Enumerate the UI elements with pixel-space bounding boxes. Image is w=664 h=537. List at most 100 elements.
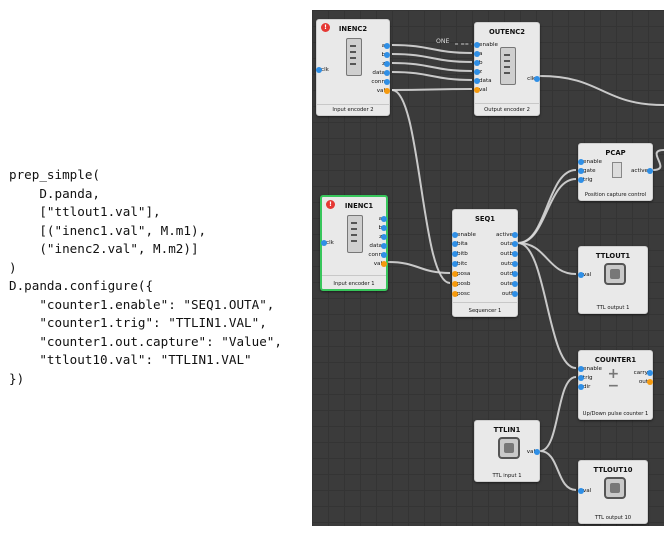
block-pcap[interactable]: PCAP enable gate trig active Position ca…: [578, 143, 653, 201]
block-description: Input encoder 2: [332, 106, 374, 113]
port-val[interactable]: val: [377, 87, 390, 95]
block-title: INENC2: [338, 25, 368, 33]
block-ttlout1[interactable]: TTLOUT1 val TTL output 1: [578, 246, 648, 314]
port-a[interactable]: a: [474, 50, 482, 58]
port-data[interactable]: data: [369, 242, 387, 250]
port-clk[interactable]: clk: [527, 75, 540, 83]
wire-seq1-outa-counter1-enable[interactable]: [517, 242, 577, 369]
block-title: TTLOUT10: [593, 466, 633, 474]
port-out[interactable]: out: [639, 378, 653, 386]
port-val[interactable]: val: [474, 86, 487, 94]
d-sub-connector-icon: [500, 47, 516, 85]
port-bitb[interactable]: bitb: [452, 250, 468, 258]
port-carry[interactable]: carry: [634, 369, 653, 377]
port-enable[interactable]: enable: [578, 365, 602, 373]
block-title: COUNTER1: [594, 356, 637, 364]
port-enable[interactable]: enable: [578, 158, 602, 166]
block-description: TTL input 1: [492, 472, 522, 479]
wire-inenc2-z-outenc2-z[interactable]: [391, 62, 473, 72]
port-conn[interactable]: conn: [368, 251, 387, 259]
block-description: Input encoder 1: [333, 280, 375, 287]
block-title: TTLIN1: [493, 426, 521, 434]
port-data[interactable]: data: [372, 69, 390, 77]
bnc-connector-icon: [604, 263, 626, 285]
constant-one-label: ONE: [436, 38, 450, 45]
wire-outenc2-clk-out[interactable]: [539, 75, 664, 106]
port-outb[interactable]: outb: [500, 250, 518, 258]
port-bitc[interactable]: bitc: [452, 260, 467, 268]
capture-icon: [611, 162, 622, 178]
block-description: Output encoder 2: [484, 106, 530, 113]
port-gate[interactable]: gate: [578, 167, 596, 175]
wire-pcap-active-out[interactable]: [652, 149, 664, 171]
block-ttlin1[interactable]: TTLIN1 val TTL input 1: [474, 420, 540, 482]
port-z[interactable]: z: [474, 68, 482, 76]
block-description: Up/Down pulse counter 1: [582, 410, 649, 417]
block-inenc2[interactable]: ! INENC2 clk a b z data conn val Input e…: [316, 19, 390, 116]
bnc-connector-icon: [498, 437, 520, 459]
port-data[interactable]: data: [474, 77, 492, 85]
d-sub-connector-icon: [346, 38, 362, 76]
block-description: TTL output 1: [596, 304, 630, 311]
port-outd[interactable]: outd: [500, 270, 518, 278]
block-seq1[interactable]: SEQ1 enable bita bitb bitc posa posb pos…: [452, 209, 518, 317]
d-sub-connector-icon: [347, 215, 363, 253]
block-outenc2[interactable]: OUTENC2 enable a b z data val clk Output…: [474, 22, 540, 116]
wire-layer: [387, 43, 664, 491]
port-bita[interactable]: bita: [452, 240, 468, 248]
port-active[interactable]: active: [631, 167, 653, 175]
wire-seq1-outa-ttlout1-val[interactable]: [517, 242, 577, 275]
block-title: OUTENC2: [489, 28, 525, 36]
port-z[interactable]: z: [382, 60, 390, 68]
port-b[interactable]: b: [474, 59, 483, 67]
port-clk[interactable]: clk: [316, 66, 329, 74]
wire-inenc2-val-outenc2-val[interactable]: [391, 88, 473, 91]
port-outf[interactable]: outf: [502, 290, 518, 298]
port-enable[interactable]: enable: [452, 231, 476, 239]
port-active[interactable]: active: [496, 231, 518, 239]
port-enable[interactable]: enable: [474, 41, 498, 49]
wire-ttlin1-counter1-trig[interactable]: [539, 376, 577, 452]
port-a[interactable]: a: [382, 42, 390, 50]
block-title: SEQ1: [474, 215, 496, 223]
port-dir[interactable]: dir: [578, 383, 590, 391]
port-val[interactable]: val: [578, 271, 591, 279]
wire-inenc2-val-seq1-posb[interactable]: [391, 89, 451, 284]
block-title: PCAP: [605, 149, 626, 157]
block-title: INENC1: [344, 202, 374, 210]
block-description: Sequencer 1: [468, 307, 502, 314]
port-b[interactable]: b: [378, 224, 387, 232]
block-counter1[interactable]: COUNTER1 +− enable trig dir carry out Up…: [578, 350, 653, 420]
plus-minus-icon: +−: [607, 366, 620, 394]
wire-inenc2-data-outenc2-data[interactable]: [391, 71, 473, 81]
error-icon: !: [321, 23, 330, 32]
wire-seq1-outa-pcap-trig[interactable]: [517, 178, 577, 244]
port-clk[interactable]: clk: [321, 239, 334, 247]
port-oute[interactable]: oute: [500, 280, 518, 288]
block-title: TTLOUT1: [595, 252, 631, 260]
flowgraph-canvas[interactable]: ONE ! INENC2 clk a b z data conn val Inp…: [312, 10, 664, 526]
port-val[interactable]: val: [527, 448, 540, 456]
port-trig[interactable]: trig: [578, 374, 593, 382]
port-conn[interactable]: conn: [371, 78, 390, 86]
port-b[interactable]: b: [381, 51, 390, 59]
code-listing: prep_simple( D.panda, ["ttlout1.val"], […: [9, 167, 282, 386]
port-val[interactable]: val: [578, 487, 591, 495]
wire-ttlin1-ttlout10-val[interactable]: [539, 450, 577, 491]
wire-inenc2-b-outenc2-b[interactable]: [391, 53, 473, 63]
block-description: TTL output 10: [594, 514, 632, 521]
wire-inenc2-a-outenc2-a[interactable]: [391, 44, 473, 54]
wire-inenc1-val-seq1-posa[interactable]: [387, 261, 451, 274]
port-posc[interactable]: posc: [452, 290, 470, 298]
block-description: Position capture control: [584, 191, 647, 198]
port-trig[interactable]: trig: [578, 176, 593, 184]
block-inenc1[interactable]: ! INENC1 clk a b z data conn val Input e…: [320, 195, 388, 291]
port-posb[interactable]: posb: [452, 280, 470, 288]
port-a[interactable]: a: [379, 215, 387, 223]
block-ttlout10[interactable]: TTLOUT10 val TTL output 10: [578, 460, 648, 524]
port-posa[interactable]: posa: [452, 270, 470, 278]
port-val[interactable]: val: [374, 260, 387, 268]
port-outa[interactable]: outa: [500, 240, 518, 248]
port-outc[interactable]: outc: [501, 260, 518, 268]
port-z[interactable]: z: [379, 233, 387, 241]
